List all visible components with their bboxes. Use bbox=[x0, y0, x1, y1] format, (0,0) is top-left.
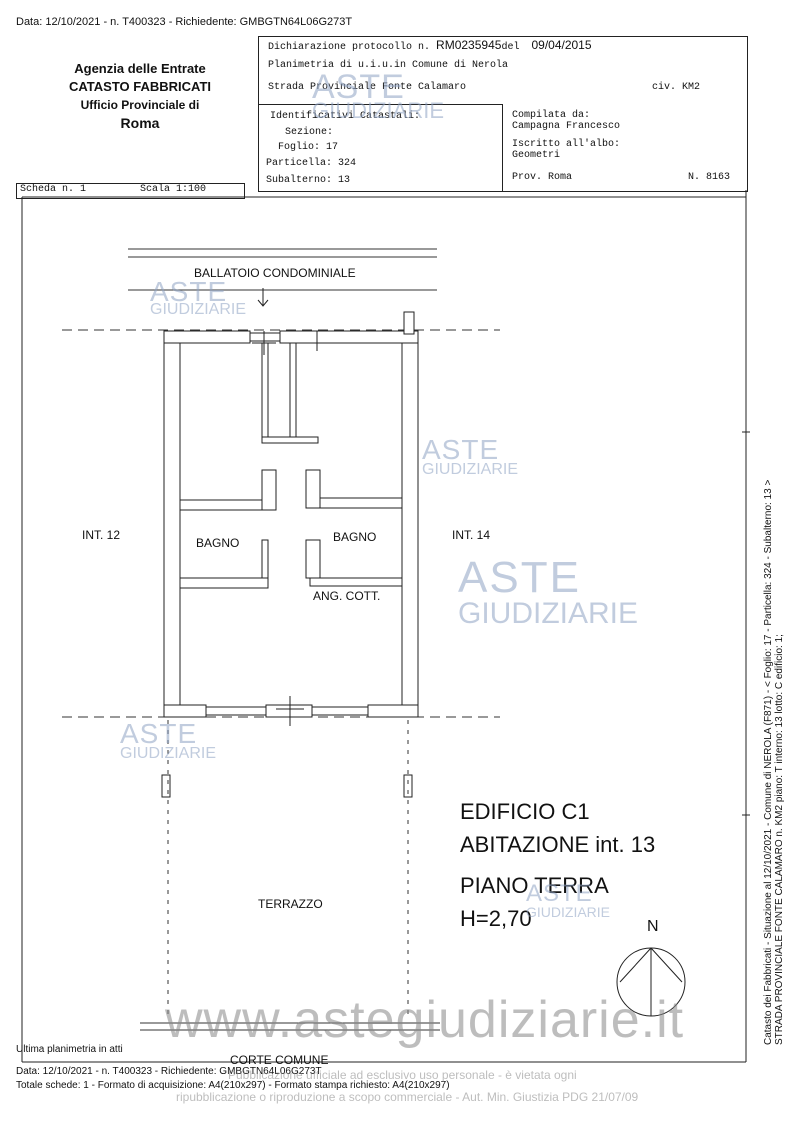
watermark-aste-2: ASTE GIUDIZIARIE bbox=[312, 68, 445, 123]
watermark-site: www.astegiudiziarie.it bbox=[165, 991, 685, 1049]
watermark-aste-6: ASTE GIUDIZIARIE bbox=[526, 880, 611, 921]
protocol-number: RM0235945 bbox=[436, 38, 502, 52]
header-frame-id bbox=[258, 104, 503, 191]
particella-value: Particella: 324 bbox=[266, 158, 357, 169]
compiled-name: Campagna Francesco bbox=[512, 121, 621, 132]
header-top-line: Data: 12/10/2021 - n. T400323 - Richiede… bbox=[16, 16, 353, 28]
agency-name: Agenzia delle Entrate bbox=[74, 61, 206, 76]
title-height: H=2,70 bbox=[460, 906, 532, 931]
albo-value: Geometri bbox=[512, 150, 561, 161]
province-label: Prov. Roma bbox=[512, 172, 573, 183]
address-line: Strada Provinciale Fonte Calamaro bbox=[268, 82, 467, 93]
label-bagno-left: BAGNO bbox=[196, 536, 240, 550]
label-terrazzo: TERRAZZO bbox=[258, 897, 323, 911]
label-north: N bbox=[647, 918, 659, 935]
watermark-aste-5: ASTE GIUDIZIARIE bbox=[120, 718, 217, 763]
del-label: del bbox=[501, 42, 520, 53]
identifiers-title: Identificativi Catastali: bbox=[270, 111, 421, 122]
agency-catasto: CATASTO FABBRICATI bbox=[68, 79, 212, 94]
footer-ultima: Ultima planimetria in atti bbox=[16, 1044, 123, 1055]
declaration-line: Dichiarazione protocollo n. RM0235945del… bbox=[268, 38, 592, 53]
scheda-box bbox=[16, 183, 245, 199]
foglio-value: Foglio: 17 bbox=[278, 142, 339, 153]
label-bagno-right: BAGNO bbox=[333, 530, 377, 544]
side-text-line1: Catasto dei Fabbricati - Situazione al 1… bbox=[763, 479, 774, 1045]
sezione-label: Sezione: bbox=[285, 127, 334, 138]
civic-number: civ. KM2 bbox=[652, 82, 701, 93]
watermark-aste-3: ASTE GIUDIZIARIE bbox=[422, 434, 519, 479]
title-abitazione: ABITAZIONE int. 13 bbox=[460, 832, 656, 857]
north-arrow-icon bbox=[616, 947, 686, 1017]
footer-totale: Totale schede: 1 - Formato di acquisizio… bbox=[16, 1080, 450, 1091]
label-int12: INT. 12 bbox=[82, 528, 121, 542]
label-corte: CORTE COMUNE bbox=[230, 1053, 329, 1067]
footer-data-line: Data: 12/10/2021 - n. T400323 - Richiede… bbox=[16, 1066, 322, 1077]
title-piano: PIANO TERRA bbox=[460, 873, 609, 898]
watermark-aste-4: ASTE GIUDIZIARIE bbox=[458, 553, 639, 631]
side-text-line2: STRADA PROVINCIALE FONTE CALAMARO n. KM2… bbox=[774, 634, 785, 1045]
watermark-aste-1: ASTE GIUDIZIARIE bbox=[150, 276, 247, 319]
label-ballatoio: BALLATOIO CONDOMINIALE bbox=[194, 266, 356, 280]
side-catasto-text: Catasto dei Fabbricati - Situazione al 1… bbox=[763, 325, 785, 1045]
albo-label: Iscritto all'albo: bbox=[512, 139, 621, 150]
declaration-label: Dichiarazione protocollo n. bbox=[268, 42, 431, 53]
agency-city: Roma bbox=[120, 115, 160, 131]
scale-label: Scala 1:100 bbox=[140, 184, 207, 195]
subalterno-value: Subalterno: 13 bbox=[266, 175, 351, 186]
albo-number: N. 8163 bbox=[688, 172, 731, 183]
footer-publication-2: ripubblicazione o riproduzione a scopo c… bbox=[176, 1090, 639, 1104]
planimetry-line: Planimetria di u.i.u.in Comune di Nerola bbox=[268, 60, 509, 71]
title-edificio: EDIFICIO C1 bbox=[460, 799, 590, 824]
compiled-label: Compilata da: bbox=[512, 110, 591, 121]
footer-publication-1: Pubblicazione ufficiale ad esclusivo uso… bbox=[228, 1068, 577, 1082]
building-title: EDIFICIO C1 ABITAZIONE int. 13 PIANO TER… bbox=[460, 795, 655, 935]
declaration-date: 09/04/2015 bbox=[531, 38, 592, 52]
label-ang-cott: ANG. COTT. bbox=[313, 589, 381, 603]
scheda-number: Scheda n. 1 bbox=[20, 184, 87, 195]
agency-ufficio: Ufficio Provinciale di bbox=[80, 98, 200, 112]
agency-block: Agenzia delle Entrate CATASTO FABBRICATI… bbox=[22, 60, 258, 132]
label-int14: INT. 14 bbox=[452, 528, 491, 542]
header-frame-main bbox=[258, 36, 748, 192]
